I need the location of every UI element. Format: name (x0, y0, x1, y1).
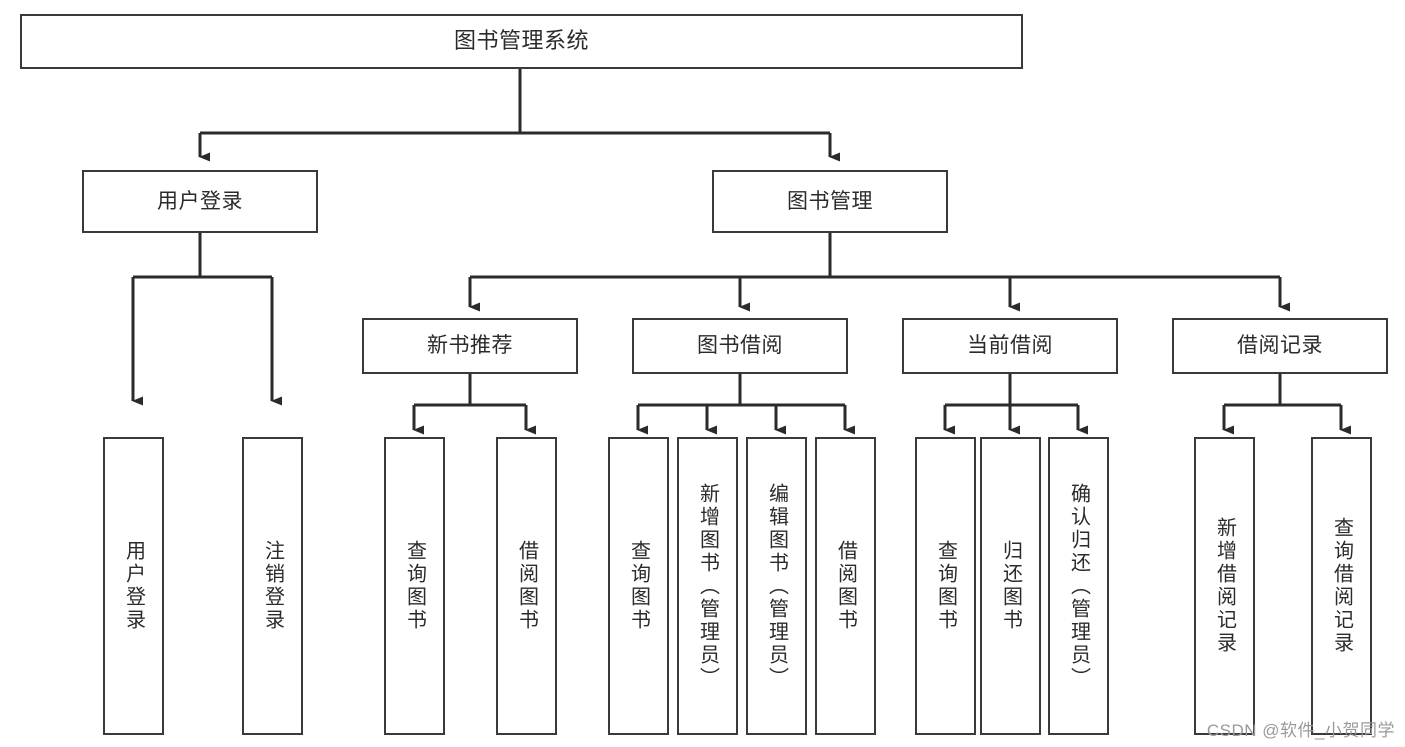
node-leaf-query-book-borrow-label: 查询图书 (627, 540, 650, 632)
node-leaf-edit-book-admin-label: 编辑图书（管理员） (765, 482, 788, 690)
node-leaf-borrow-book-label: 借阅图书 (834, 540, 857, 632)
node-root[interactable]: 图书管理系统 (20, 14, 1023, 69)
node-leaf-borrow-book-newbook[interactable]: 借阅图书 (496, 437, 557, 735)
node-book-management-label: 图书管理 (787, 189, 873, 213)
node-leaf-confirm-return-admin[interactable]: 确认归还（管理员） (1048, 437, 1109, 735)
node-leaf-user-login[interactable]: 用户登录 (103, 437, 164, 735)
node-leaf-user-login-label: 用户登录 (122, 540, 145, 632)
node-leaf-query-borrow-record[interactable]: 查询借阅记录 (1311, 437, 1372, 735)
node-leaf-query-book-newbook-label: 查询图书 (403, 540, 426, 632)
node-leaf-return-book-label: 归还图书 (999, 540, 1022, 632)
node-leaf-query-book-newbook[interactable]: 查询图书 (384, 437, 445, 735)
node-root-label: 图书管理系统 (453, 28, 589, 54)
node-leaf-borrow-book-newbook-label: 借阅图书 (515, 540, 538, 632)
node-leaf-logout[interactable]: 注销登录 (242, 437, 303, 735)
node-current-borrow-label: 当前借阅 (967, 334, 1053, 358)
node-new-book-recommend-label: 新书推荐 (427, 334, 513, 358)
node-leaf-query-borrow-record-label: 查询借阅记录 (1330, 517, 1353, 655)
node-book-management[interactable]: 图书管理 (712, 170, 948, 233)
node-borrow-record-label: 借阅记录 (1237, 334, 1323, 358)
node-leaf-logout-label: 注销登录 (261, 540, 284, 632)
node-leaf-add-book-admin[interactable]: 新增图书（管理员） (677, 437, 738, 735)
node-leaf-return-book[interactable]: 归还图书 (980, 437, 1041, 735)
node-leaf-add-borrow-record[interactable]: 新增借阅记录 (1194, 437, 1255, 735)
node-current-borrow[interactable]: 当前借阅 (902, 318, 1118, 374)
node-user-login[interactable]: 用户登录 (82, 170, 318, 233)
node-book-borrow-label: 图书借阅 (697, 334, 783, 358)
node-leaf-query-book-borrow[interactable]: 查询图书 (608, 437, 669, 735)
node-leaf-query-book-current-label: 查询图书 (934, 540, 957, 632)
node-borrow-record[interactable]: 借阅记录 (1172, 318, 1388, 374)
node-leaf-confirm-return-admin-label: 确认归还（管理员） (1067, 482, 1090, 690)
node-user-login-label: 用户登录 (157, 189, 243, 213)
node-leaf-edit-book-admin[interactable]: 编辑图书（管理员） (746, 437, 807, 735)
node-leaf-add-borrow-record-label: 新增借阅记录 (1213, 517, 1236, 655)
node-leaf-add-book-admin-label: 新增图书（管理员） (696, 482, 719, 690)
node-leaf-query-book-current[interactable]: 查询图书 (915, 437, 976, 735)
node-book-borrow[interactable]: 图书借阅 (632, 318, 848, 374)
node-leaf-borrow-book[interactable]: 借阅图书 (815, 437, 876, 735)
node-new-book-recommend[interactable]: 新书推荐 (362, 318, 578, 374)
